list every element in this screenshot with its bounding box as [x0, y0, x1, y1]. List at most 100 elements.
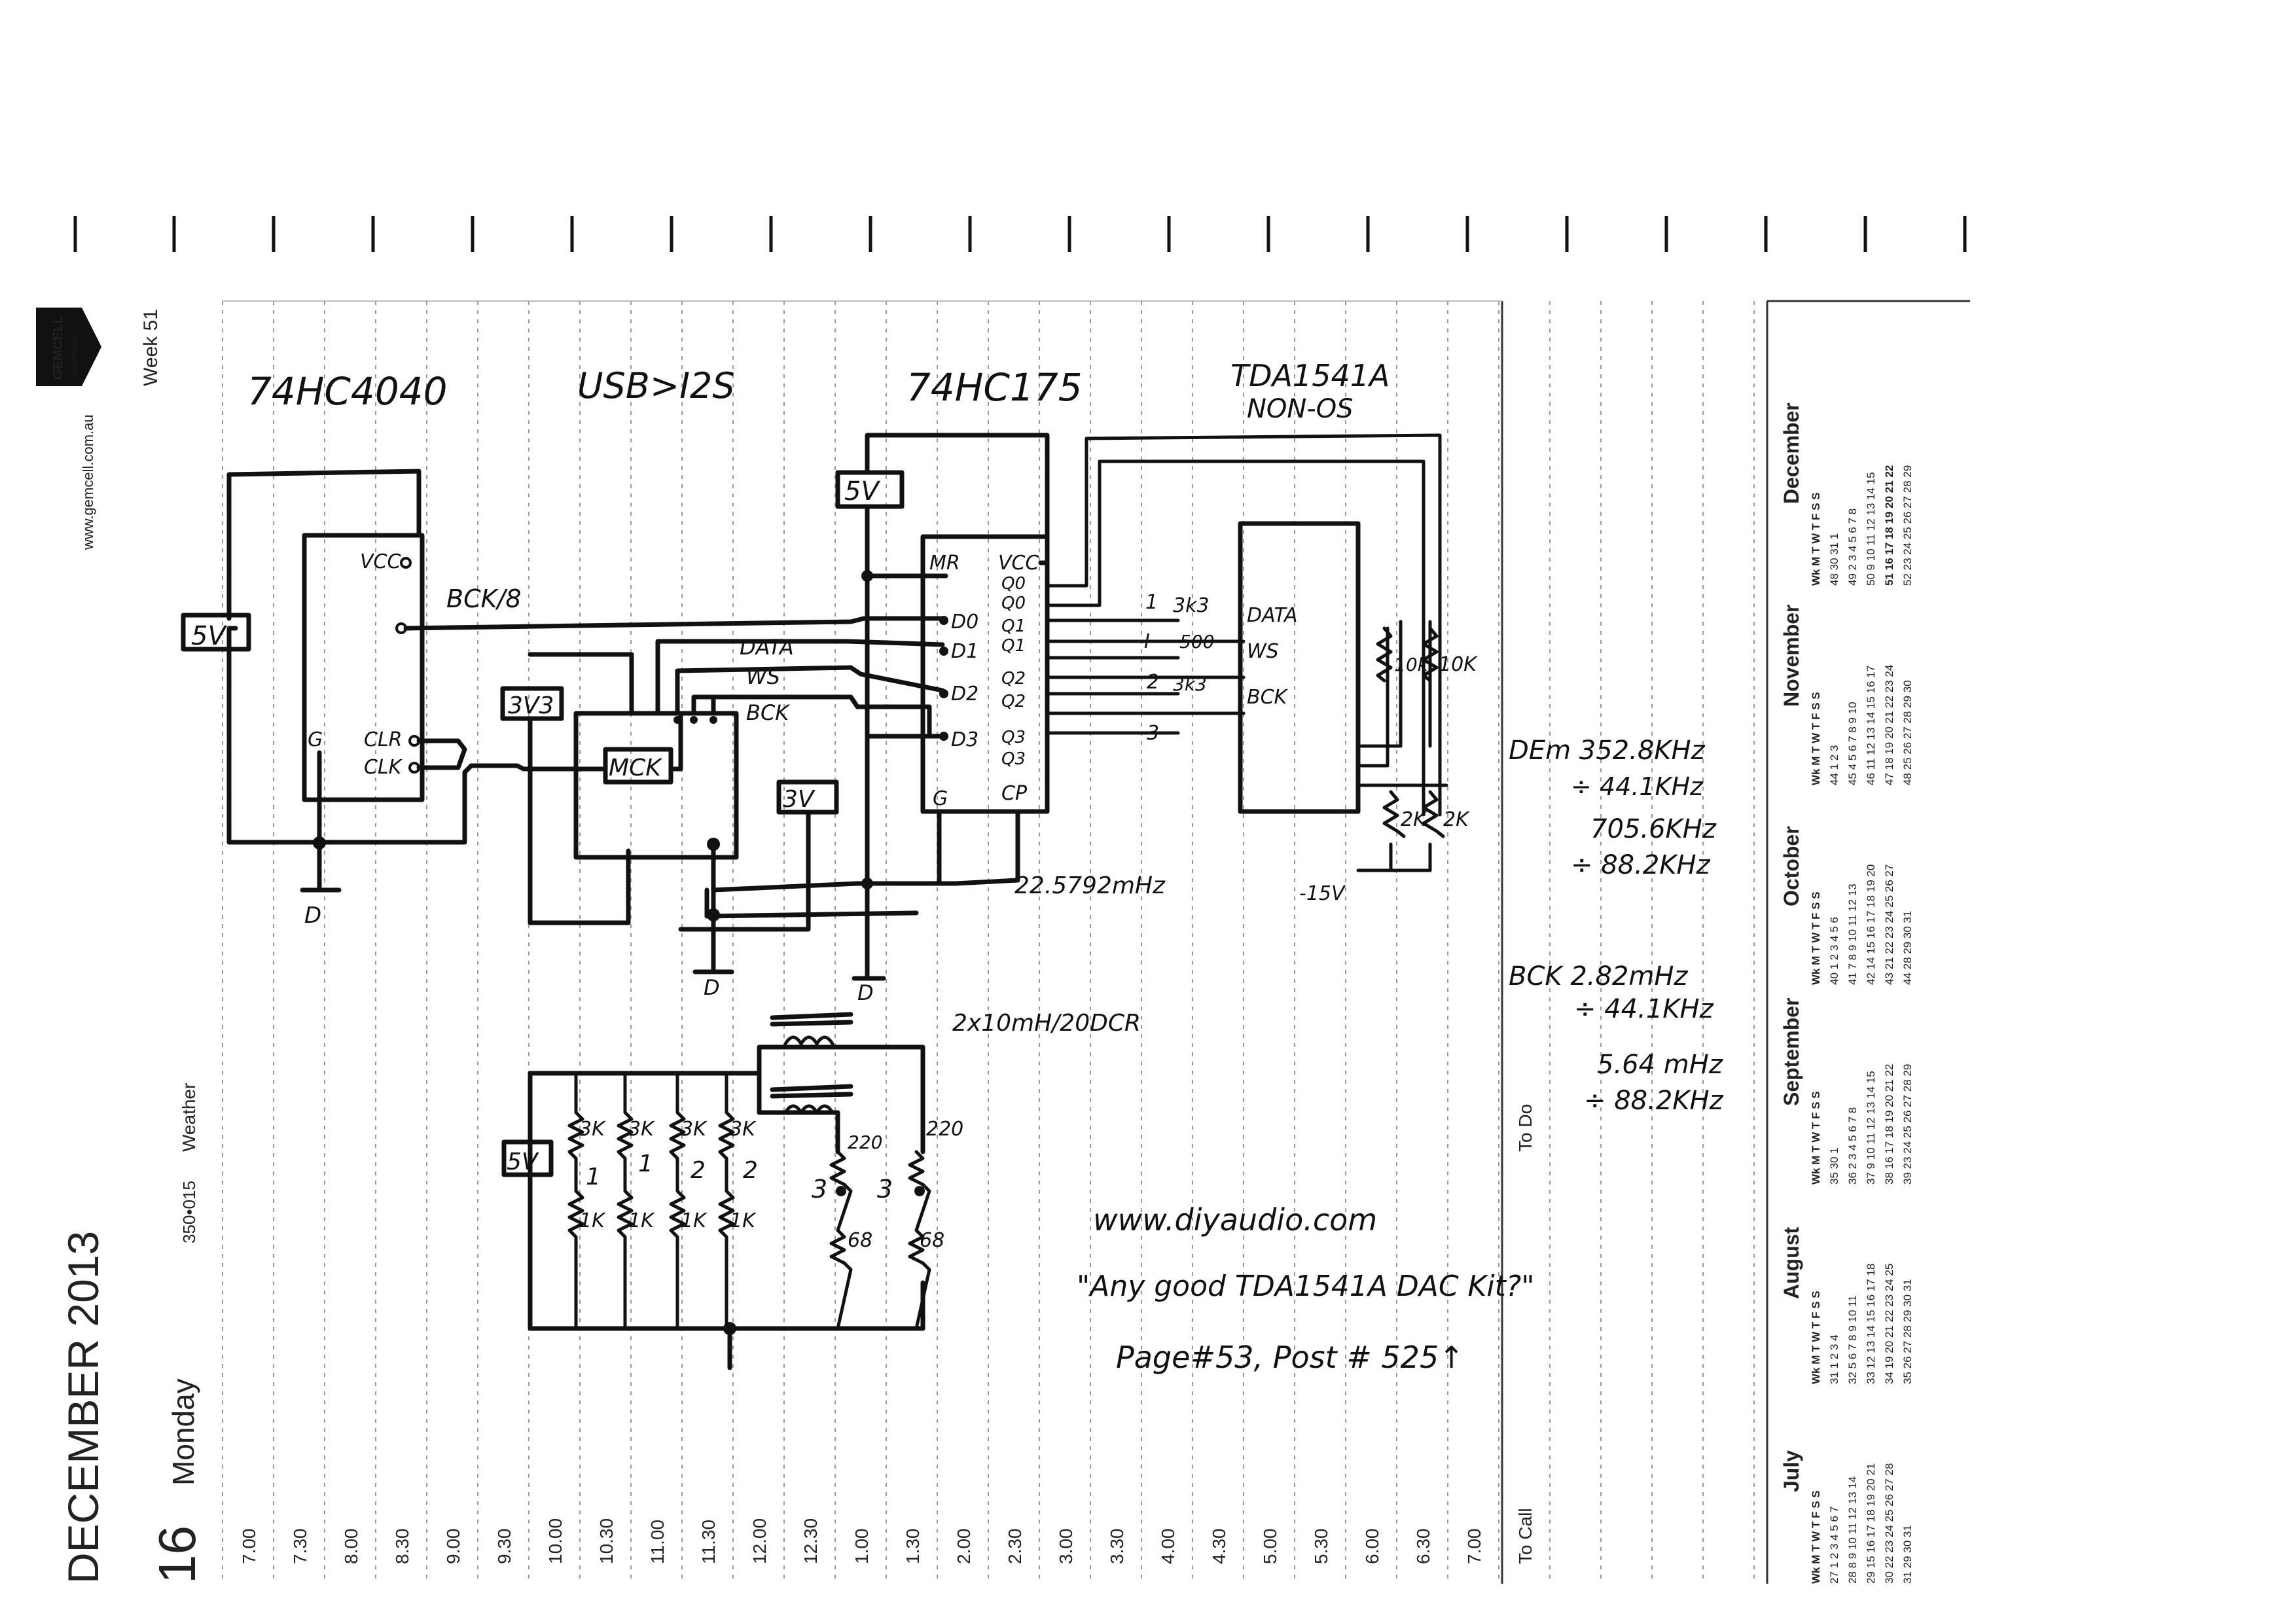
- day-number: 16: [148, 1525, 206, 1584]
- inductor-core: [770, 1084, 853, 1099]
- time-label: 9.00: [443, 1529, 463, 1565]
- calendar-row: 38 16 17 18 19 20 21 22: [1883, 1064, 1895, 1185]
- resistor-value: 3k3: [1173, 594, 1210, 617]
- chip-title-74hc4040: 74HC4040: [247, 369, 448, 414]
- calendar-row: 36 2 3 4 5 6 7 8: [1846, 1107, 1859, 1185]
- supply-box-5v: [181, 613, 251, 652]
- pin-label: D0: [951, 611, 978, 633]
- calendar-row: 37 9 10 11 12 13 14 15: [1865, 1071, 1877, 1185]
- wire: [528, 652, 634, 716]
- net-label: 3: [877, 1175, 893, 1204]
- supply-label: 3V: [783, 786, 816, 813]
- note-dem-freq: DEm 352.8KHz: [1509, 736, 1706, 766]
- note-page-post: Page#53, Post # 525↑: [1116, 1340, 1464, 1375]
- time-label: 2.30: [1005, 1529, 1025, 1565]
- resistor-value: 3K: [579, 1118, 606, 1141]
- time-label: 8.30: [392, 1529, 412, 1565]
- brand-website: www.gemcell.com.au: [80, 414, 96, 550]
- to-do-label: To Do: [1515, 1104, 1535, 1152]
- calendar-row: 31 1 2 3 4: [1828, 1334, 1840, 1384]
- supply-label: -15V: [1299, 882, 1346, 905]
- resistor-value: 1K: [681, 1209, 708, 1232]
- resistor-value: 3k3: [1173, 673, 1207, 695]
- schematic-sketch: 74HC4040 USB>I2S 74HC175 TDA1541A NON-OS…: [181, 358, 1724, 1375]
- chip-title-tda1541a: TDA1541A: [1230, 358, 1390, 393]
- time-label: 4.00: [1158, 1529, 1178, 1565]
- resistor-2k: [1422, 790, 1445, 838]
- time-label: 12.00: [749, 1518, 770, 1564]
- time-label: 2.00: [954, 1529, 974, 1565]
- time-label: 3.00: [1056, 1529, 1076, 1565]
- resistor-ladder: [829, 1150, 853, 1330]
- wire: [528, 1044, 925, 1154]
- time-label: 11.00: [647, 1520, 668, 1564]
- time-label: 4.30: [1209, 1529, 1229, 1565]
- time-label: 7.00: [239, 1529, 259, 1565]
- wire: [528, 716, 631, 925]
- resistor-value: 2K: [1443, 808, 1470, 831]
- resistor-value: 3K: [730, 1118, 757, 1141]
- gnd-label: D: [857, 980, 874, 1005]
- chip-usb-i2s: [573, 711, 739, 860]
- resistor-value: 3K: [681, 1118, 708, 1141]
- pin-label: D3: [951, 728, 978, 751]
- calendar-row: 52 23 24 25 26 27 28 29: [1901, 465, 1914, 586]
- gemcell-logo: GEMCELL AUSTRALIA: [36, 308, 101, 386]
- net-label: 1: [638, 1150, 653, 1177]
- pin-label: BCK: [1247, 686, 1289, 709]
- pin-label: DATA: [1247, 604, 1298, 627]
- note-dem-divide-2: ÷ 88.2KHz: [1571, 850, 1711, 880]
- calendar-row: 47 18 19 20 21 22 23 24: [1883, 665, 1895, 785]
- time-label: 3.30: [1107, 1529, 1127, 1565]
- pin-label: Q0: [1001, 594, 1026, 613]
- chip-title-usb-i2s: USB>I2S: [577, 365, 735, 406]
- calendar-row: 34 19 20 21 22 23 24 25: [1883, 1264, 1895, 1384]
- calendar-row: 29 15 16 17 18 19 20 21: [1865, 1463, 1877, 1584]
- resistor-ladder: [567, 1071, 584, 1330]
- pin-label: D2: [951, 683, 978, 705]
- note-bck-divide: ÷ 44.1KHz: [1574, 994, 1714, 1024]
- chip-74hc175: [920, 534, 1050, 814]
- inductor-coil: [783, 1035, 834, 1046]
- time-label: 10.00: [545, 1518, 565, 1564]
- wire: [1399, 620, 1432, 748]
- calendar-row: 28 8 9 10 11 12 13 14: [1846, 1476, 1859, 1584]
- wire-clr-clk: [416, 738, 467, 770]
- chip-subtitle: NON-OS: [1247, 394, 1354, 424]
- resistor-value: 68: [920, 1229, 944, 1252]
- resistor-ladder: [617, 1071, 634, 1330]
- calendar-row: 35 30 1: [1828, 1147, 1840, 1185]
- wire-mck: [469, 763, 608, 772]
- calendar-header: Wk M T W T F S S: [1810, 891, 1822, 985]
- time-label: 12.30: [800, 1518, 821, 1564]
- pin-label: G: [308, 728, 323, 751]
- time-labels: 7.00 7.30 8.00 8.30 9.00 9.30 10.00 10.3…: [239, 1518, 1484, 1564]
- resistor-10k: [1422, 626, 1439, 683]
- pin-label: CLR: [364, 728, 403, 751]
- supply-box-5v: [835, 470, 905, 509]
- calendar-row: 45 4 5 6 7 8 9 10: [1846, 702, 1859, 785]
- calendar-month-name: October: [1780, 826, 1803, 906]
- calendar-month-name: September: [1780, 998, 1803, 1106]
- calendar-row: 27 1 2 3 4 5 6 7: [1828, 1507, 1840, 1584]
- weather-label: Weather: [179, 1083, 199, 1152]
- pin-label: CP: [1001, 782, 1028, 805]
- calendar-month-name: August: [1780, 1226, 1803, 1299]
- pin-label: Q3: [1001, 749, 1026, 769]
- calendar-row: 40 1 2 3 4 5 6: [1828, 917, 1840, 985]
- calendar-row: 31 29 30 31: [1901, 1525, 1914, 1584]
- calendar-row: 41 7 8 9 10 11 12 13: [1846, 883, 1859, 985]
- pin-label: Q1: [1001, 636, 1026, 656]
- signal-label: BCK: [746, 700, 791, 725]
- resistor-value: 1K: [579, 1209, 606, 1232]
- inductor-coil: [783, 1104, 834, 1115]
- calendar-row-current-week: 51 16 17 18 19 20 21 22: [1883, 465, 1895, 586]
- resistor-value: 10k: [1394, 654, 1429, 675]
- inductor-label: 2x10mH/20DCR: [952, 1010, 1141, 1037]
- note-bck-divide-2: ÷ 88.2KHz: [1584, 1086, 1724, 1116]
- wire: [226, 469, 422, 621]
- gnd-label: D: [304, 902, 321, 929]
- pin-label: G: [933, 787, 948, 810]
- calendar-header: Wk M T W T F S S: [1810, 1091, 1822, 1185]
